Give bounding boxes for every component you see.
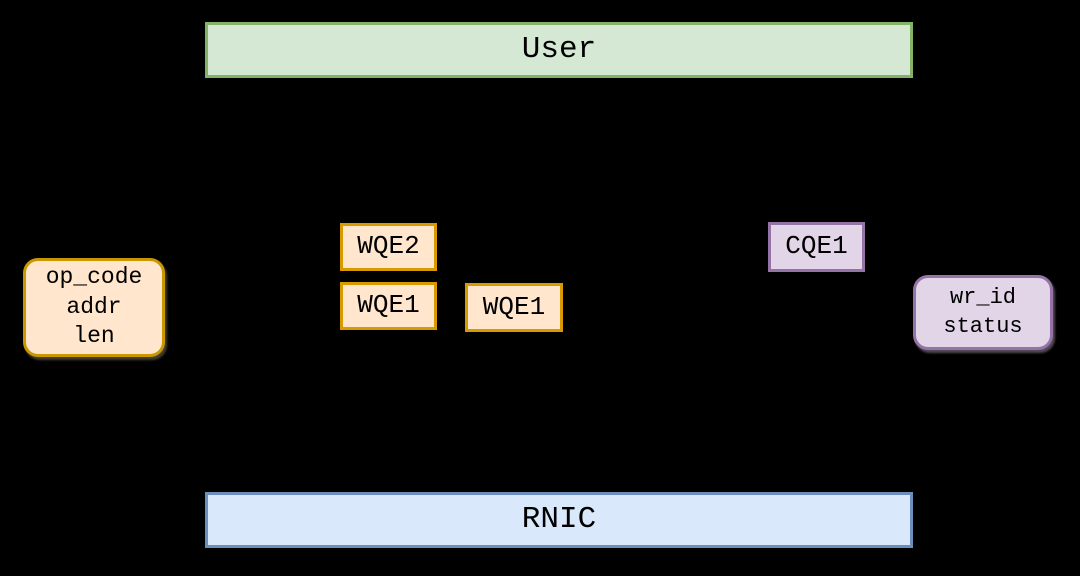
wqe1-box: WQE1 (465, 283, 563, 332)
completion-box: wr_id status (913, 275, 1053, 350)
cqe1-box: CQE1 (768, 222, 865, 272)
completion-wr-id: wr_id (949, 284, 1016, 310)
wqe2-box: WQE2 (340, 223, 437, 271)
work-request-box: op_code addr len (23, 258, 165, 357)
wqe2-label: WQE2 (357, 231, 420, 262)
work-request-opcode: op_code (45, 263, 143, 290)
rnic-box: RNIC (205, 492, 913, 548)
rnic-label: RNIC (521, 501, 597, 537)
user-box: User (205, 22, 913, 78)
completion-status: status (943, 313, 1023, 339)
wqe1-label: WQE1 (357, 290, 420, 321)
work-request-addr: addr (66, 293, 122, 320)
wqe1-box: WQE1 (340, 282, 437, 330)
cqe1-label: CQE1 (785, 231, 848, 262)
wqe1-label: WQE1 (482, 291, 546, 322)
work-request-len: len (73, 323, 115, 350)
user-label: User (521, 31, 597, 67)
